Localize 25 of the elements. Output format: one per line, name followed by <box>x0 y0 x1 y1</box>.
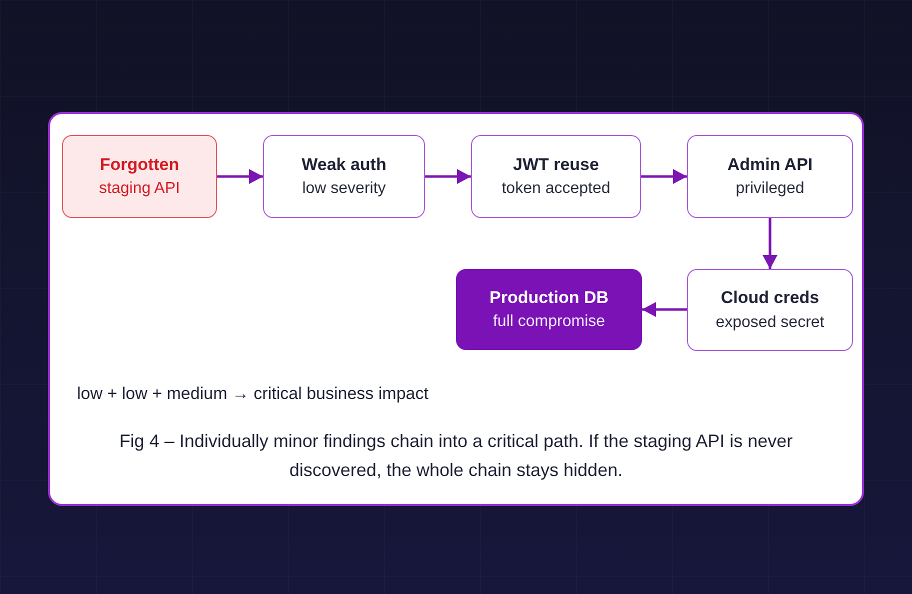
note-text: low + low + medium → critical business impact <box>77 384 428 404</box>
node-title: Production DB <box>490 288 608 308</box>
node-title: Cloud creds <box>720 288 820 308</box>
process-box <box>456 269 642 350</box>
arrow <box>425 169 471 184</box>
node-subtitle: low severity <box>302 180 386 198</box>
process-box <box>263 135 425 218</box>
process-box <box>687 135 853 218</box>
node-title: Admin API <box>727 154 813 174</box>
arrow <box>762 218 778 269</box>
node-title: Weak auth <box>302 154 386 174</box>
node-subtitle: privileged <box>736 180 804 198</box>
process-box <box>687 269 853 351</box>
process-box <box>471 135 641 218</box>
node-subtitle: token accepted <box>502 180 610 198</box>
process-box <box>62 135 217 218</box>
figure-caption: Fig 4 – Individually minor findings chain into a critical path. If the staging API is never discovered, the whole chain stays hidden. <box>118 430 794 482</box>
node-subtitle: staging API <box>99 180 180 198</box>
node-title: JWT reuse <box>513 154 599 174</box>
node-title: Forgotten <box>100 154 180 174</box>
arrow <box>641 169 687 184</box>
node-subtitle: full compromise <box>492 313 606 332</box>
arrow <box>642 302 687 317</box>
arrow <box>217 169 263 184</box>
node-subtitle: exposed secret <box>716 314 824 332</box>
